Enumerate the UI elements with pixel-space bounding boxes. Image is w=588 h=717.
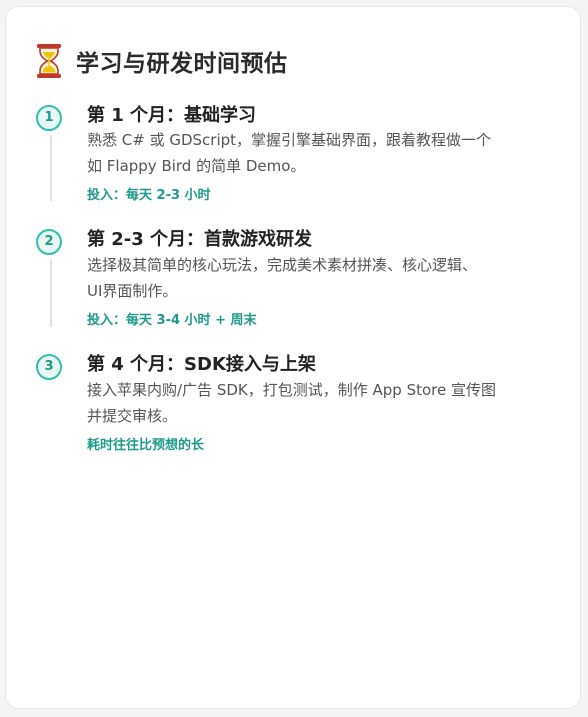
step-title: 第 1 个月：基础学习 bbox=[87, 105, 257, 126]
step-description-line-1: 熟悉 C# 或 GDScript，掌握引擎基础界面，跟着教程做一个 bbox=[87, 131, 492, 149]
step-time-note: 耗时往往比预想的长 bbox=[87, 438, 205, 453]
step-number-badge: 2 bbox=[36, 229, 62, 255]
step-description-line-1: 接入苹果内购/广告 SDK，打包测试，制作 App Store 宣传图 bbox=[87, 381, 496, 399]
step-description-line-1: 选择极其简单的核心玩法，完成美术素材拼凑、核心逻辑、 bbox=[87, 256, 478, 274]
card-header: 学习与研发时间预估 bbox=[36, 43, 288, 79]
timeline-connector bbox=[50, 259, 52, 327]
step-number-badge: 1 bbox=[36, 105, 62, 131]
step-title: 第 4 个月：SDK接入与上架 bbox=[87, 354, 316, 375]
step-description-line-2: 如 Flappy Bird 的简单 Demo。 bbox=[87, 157, 306, 175]
step-description-line-2: 并提交审核。 bbox=[87, 407, 178, 425]
step-description-line-2: UI界面制作。 bbox=[87, 282, 178, 300]
page-title: 学习与研发时间预估 bbox=[76, 51, 288, 77]
step-time-note: 投入：每天 2-3 小时 bbox=[87, 188, 211, 203]
step-number-badge: 3 bbox=[36, 354, 62, 380]
step-time-note: 投入：每天 3-4 小时 + 周末 bbox=[87, 313, 257, 328]
timeline-connector bbox=[50, 135, 52, 201]
timeline-card: 学习与研发时间预估 1 第 1 个月：基础学习 熟悉 C# 或 GDScript… bbox=[5, 6, 581, 709]
hourglass-icon bbox=[37, 44, 61, 78]
step-title: 第 2-3 个月：首款游戏研发 bbox=[87, 229, 313, 250]
